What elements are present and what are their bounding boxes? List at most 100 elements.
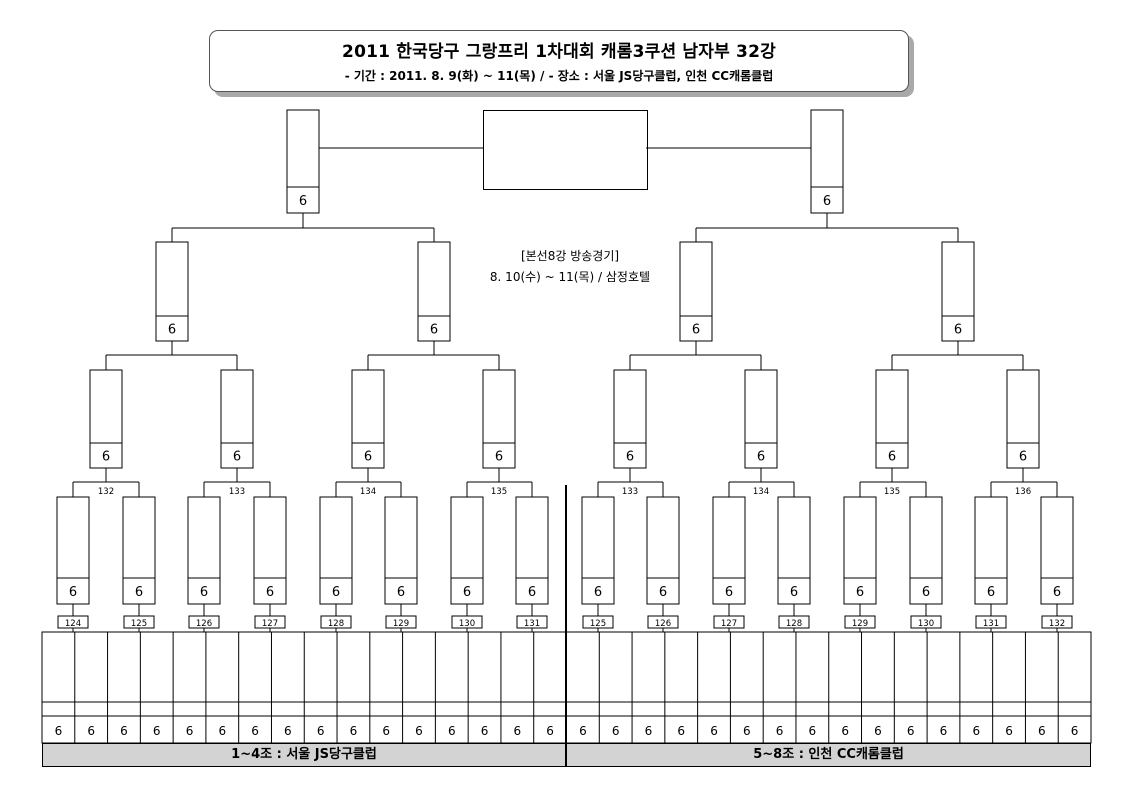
match-label-r32-14-text: 130 xyxy=(918,619,934,629)
entrant-score-9: 6 xyxy=(317,724,325,738)
final-slot-2 xyxy=(810,109,844,214)
match-label-r32-7-text: 130 xyxy=(459,619,475,629)
r16-slot-4-score: 6 xyxy=(266,585,274,600)
r16-slot-1-score: 6 xyxy=(69,585,77,600)
entrant-score-16: 6 xyxy=(546,724,554,738)
r16-slot-10-score: 6 xyxy=(659,585,667,600)
sf-slot-3 xyxy=(679,241,713,342)
event-info: - 기간 : 2011. 8. 9(화) ~ 11(목) / - 장소 : 서울… xyxy=(344,69,774,83)
r16-slot-15 xyxy=(974,496,1008,605)
r16-slot-13-score: 6 xyxy=(856,585,864,600)
match-label-r32-16-text: 132 xyxy=(1049,619,1065,629)
r16-slot-15-score: 6 xyxy=(987,585,995,600)
match-label-r32-3-text: 126 xyxy=(196,619,212,629)
r16-slot-7-score: 6 xyxy=(463,585,471,600)
final-slot-2-score: 6 xyxy=(823,194,831,209)
entrant-score-6: 6 xyxy=(218,724,226,738)
entrant-score-14: 6 xyxy=(481,724,489,738)
entrant-score-23: 6 xyxy=(776,724,784,738)
broadcast-note-title: [본선8강 방송경기] xyxy=(520,249,620,263)
r16-slot-4 xyxy=(253,496,287,605)
match-label-r32-8-text: 131 xyxy=(524,619,540,629)
r16-slot-1 xyxy=(56,496,90,605)
match-label-r32-6-text: 129 xyxy=(393,619,409,629)
entrant-score-11: 6 xyxy=(382,724,390,738)
qf-slot-8 xyxy=(1006,369,1040,469)
champion-box xyxy=(483,110,648,190)
entrant-score-25: 6 xyxy=(841,724,849,738)
match-label-r16-2: 133 xyxy=(229,487,245,497)
entrant-score-12: 6 xyxy=(415,724,423,738)
match-label-r16-5: 133 xyxy=(622,487,638,497)
entrant-score-7: 6 xyxy=(251,724,259,738)
sf-slot-2-score: 6 xyxy=(430,323,438,338)
qf-slot-4-score: 6 xyxy=(495,450,503,465)
broadcast-note-detail: 8. 10(수) ~ 11(목) / 삼정호텔 xyxy=(489,270,651,284)
r16-slot-16-score: 6 xyxy=(1053,585,1061,600)
match-label-r32-10-text: 126 xyxy=(655,619,671,629)
entrant-score-17: 6 xyxy=(579,724,587,738)
entrant-score-27: 6 xyxy=(907,724,915,738)
match-label-r32-2-text: 125 xyxy=(131,619,147,629)
group-label-right: 5~8조 : 인천 CC캐롬클럽 xyxy=(566,743,1091,767)
sf-slot-1 xyxy=(155,241,189,342)
entrant-score-29: 6 xyxy=(972,724,980,738)
r16-slot-2 xyxy=(122,496,156,605)
qf-slot-1 xyxy=(89,369,123,469)
qf-slot-1-score: 6 xyxy=(102,450,110,465)
r16-slot-2-score: 6 xyxy=(135,585,143,600)
entrant-score-20: 6 xyxy=(677,724,685,738)
entrant-score-1: 6 xyxy=(55,724,63,738)
entrant-score-24: 6 xyxy=(809,724,817,738)
entrant-score-32: 6 xyxy=(1071,724,1079,738)
entrant-score-28: 6 xyxy=(940,724,948,738)
r16-slot-6 xyxy=(384,496,418,605)
r16-slot-8 xyxy=(515,496,549,605)
match-label-r16-4: 135 xyxy=(491,487,507,497)
entrant-score-21: 6 xyxy=(710,724,718,738)
r16-slot-8-score: 6 xyxy=(528,585,536,600)
entrant-score-19: 6 xyxy=(645,724,653,738)
match-label-r32-5-text: 128 xyxy=(328,619,344,629)
entrant-score-8: 6 xyxy=(284,724,292,738)
r16-slot-7 xyxy=(450,496,484,605)
sf-slot-4-score: 6 xyxy=(954,323,962,338)
match-label-r32-11-text: 127 xyxy=(721,619,737,629)
title-box: 2011 한국당구 그랑프리 1차대회 캐롬3쿠션 남자부 32강 - 기간 :… xyxy=(209,30,909,92)
r16-slot-12-score: 6 xyxy=(790,585,798,600)
entrant-score-10: 6 xyxy=(350,724,358,738)
match-label-r32-4-text: 127 xyxy=(262,619,278,629)
entrant-score-5: 6 xyxy=(186,724,194,738)
entrant-score-2: 6 xyxy=(87,724,95,738)
r16-slot-12 xyxy=(777,496,811,605)
match-label-r32-1-text: 124 xyxy=(65,619,81,629)
qf-slot-2-score: 6 xyxy=(233,450,241,465)
r16-slot-14-score: 6 xyxy=(922,585,930,600)
final-slot-1-score: 6 xyxy=(299,194,307,209)
match-label-r16-6: 134 xyxy=(753,487,769,497)
qf-slot-8-score: 6 xyxy=(1019,450,1027,465)
entrant-score-22: 6 xyxy=(743,724,751,738)
qf-slot-3-score: 6 xyxy=(364,450,372,465)
group-label-left: 1~4조 : 서울 JS당구클럽 xyxy=(42,743,566,767)
match-label-r16-3: 134 xyxy=(360,487,376,497)
entrant-score-30: 6 xyxy=(1005,724,1013,738)
r16-slot-10 xyxy=(646,496,680,605)
entrant-score-31: 6 xyxy=(1038,724,1046,738)
qf-slot-6-score: 6 xyxy=(757,450,765,465)
entrant-score-3: 6 xyxy=(120,724,128,738)
r16-slot-16 xyxy=(1040,496,1074,605)
r16-slot-3-score: 6 xyxy=(200,585,208,600)
r16-slot-11-score: 6 xyxy=(725,585,733,600)
r16-slot-3 xyxy=(187,496,221,605)
qf-slot-5-score: 6 xyxy=(626,450,634,465)
qf-slot-2 xyxy=(220,369,254,469)
match-label-r32-13-text: 129 xyxy=(852,619,868,629)
match-label-r32-12-text: 128 xyxy=(786,619,802,629)
entrant-score-13: 6 xyxy=(448,724,456,738)
r16-slot-9-score: 6 xyxy=(594,585,602,600)
match-label-r32-9-text: 125 xyxy=(590,619,606,629)
r16-slot-11 xyxy=(712,496,746,605)
